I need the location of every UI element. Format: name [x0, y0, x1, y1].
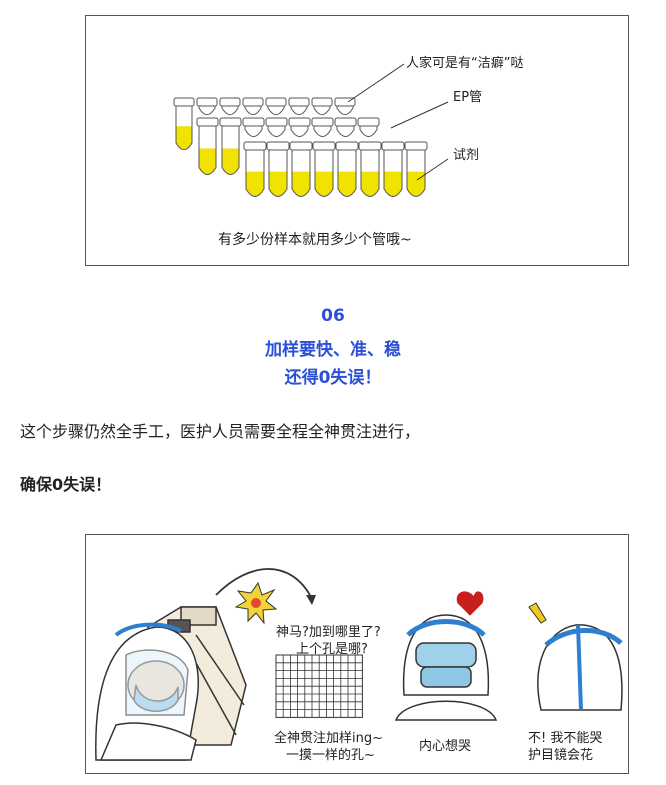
figure-sample-loading: 神马?加到哪里了? 上个孔是哪? 全神贯注加样ing~ 一摸一样的孔~ 内心想哭…	[85, 534, 629, 774]
well-plate-grid	[275, 654, 363, 718]
pointer-line-ep	[390, 101, 449, 129]
broken-heart-icon	[456, 591, 484, 616]
ep-tube-empty	[242, 117, 265, 138]
caption-loading-line2: 一摸一样的孔~	[286, 748, 375, 763]
ep-tube-with-reagent	[381, 141, 405, 197]
worker-protective-suit	[95, 622, 200, 761]
bubble-line1: 神马?加到哪里了?	[276, 625, 381, 640]
loading-illustration	[95, 568, 623, 761]
label-ep-tube: EP管	[453, 90, 483, 105]
ep-tube-with-reagent	[196, 117, 219, 176]
figure-ep-tubes: 人家可是有“洁癖”哒 EP管 试剂 有多少份样本就用多少个管哦~	[85, 15, 629, 266]
ep-tube-with-reagent	[358, 141, 382, 197]
worker-back-view	[537, 624, 623, 711]
ep-tube-empty	[311, 97, 333, 116]
ep-tube-with-reagent	[173, 97, 195, 151]
ep-tube-empty	[357, 117, 380, 138]
ep-tube-empty	[288, 117, 311, 138]
ep-tube-empty	[334, 117, 357, 138]
ep-tube-empty	[334, 97, 356, 116]
label-clean: 人家可是有“洁癖”哒	[406, 56, 524, 71]
caption-no-cry-line2: 护目镜会花	[528, 748, 594, 763]
tube-rack-illustration	[173, 63, 449, 197]
figure1-caption: 有多少份样本就用多少个管哦~	[218, 232, 412, 248]
ep-tube-empty	[265, 97, 287, 116]
section-title-line1: 加样要快、准、稳	[265, 340, 401, 360]
ep-tube-empty	[265, 117, 288, 138]
ep-tube-with-reagent	[243, 141, 267, 197]
caption-want-cry: 内心想哭	[419, 739, 472, 754]
ep-tube-with-reagent	[289, 141, 313, 197]
ep-tube-empty	[242, 97, 264, 116]
body-paragraph: 这个步骤仍然全手工，医护人员需要全程全神贯注进行，	[20, 422, 421, 441]
bubble-line2: 上个孔是哪?	[296, 642, 368, 657]
ep-tube-empty	[288, 97, 310, 116]
arrow-head-icon	[306, 595, 316, 605]
ep-tube-with-reagent	[312, 141, 336, 197]
section-number: 06	[321, 306, 345, 326]
ep-tube-with-reagent	[404, 141, 428, 197]
ep-tube-with-reagent	[335, 141, 359, 197]
ep-tube-empty	[196, 97, 218, 116]
label-reagent: 试剂	[453, 148, 480, 163]
section-title-line2: 还得0失误！	[284, 368, 382, 388]
body-paragraph-bold: 确保0失误！	[20, 475, 112, 494]
pointer-line-reagent	[416, 158, 449, 181]
ep-tube-with-reagent	[266, 141, 290, 197]
caption-no-cry-line1: 不! 我不能哭	[528, 731, 603, 746]
caption-loading-line1: 全神贯注加样ing~	[274, 731, 383, 746]
ep-tube-empty	[219, 97, 241, 116]
worker-front-view	[394, 614, 498, 721]
alert-mark-icon	[528, 602, 547, 624]
ep-tube-with-reagent	[219, 117, 242, 176]
ep-tube-empty	[311, 117, 334, 138]
pointer-line-clean	[347, 63, 405, 103]
curved-arrow	[215, 568, 312, 598]
